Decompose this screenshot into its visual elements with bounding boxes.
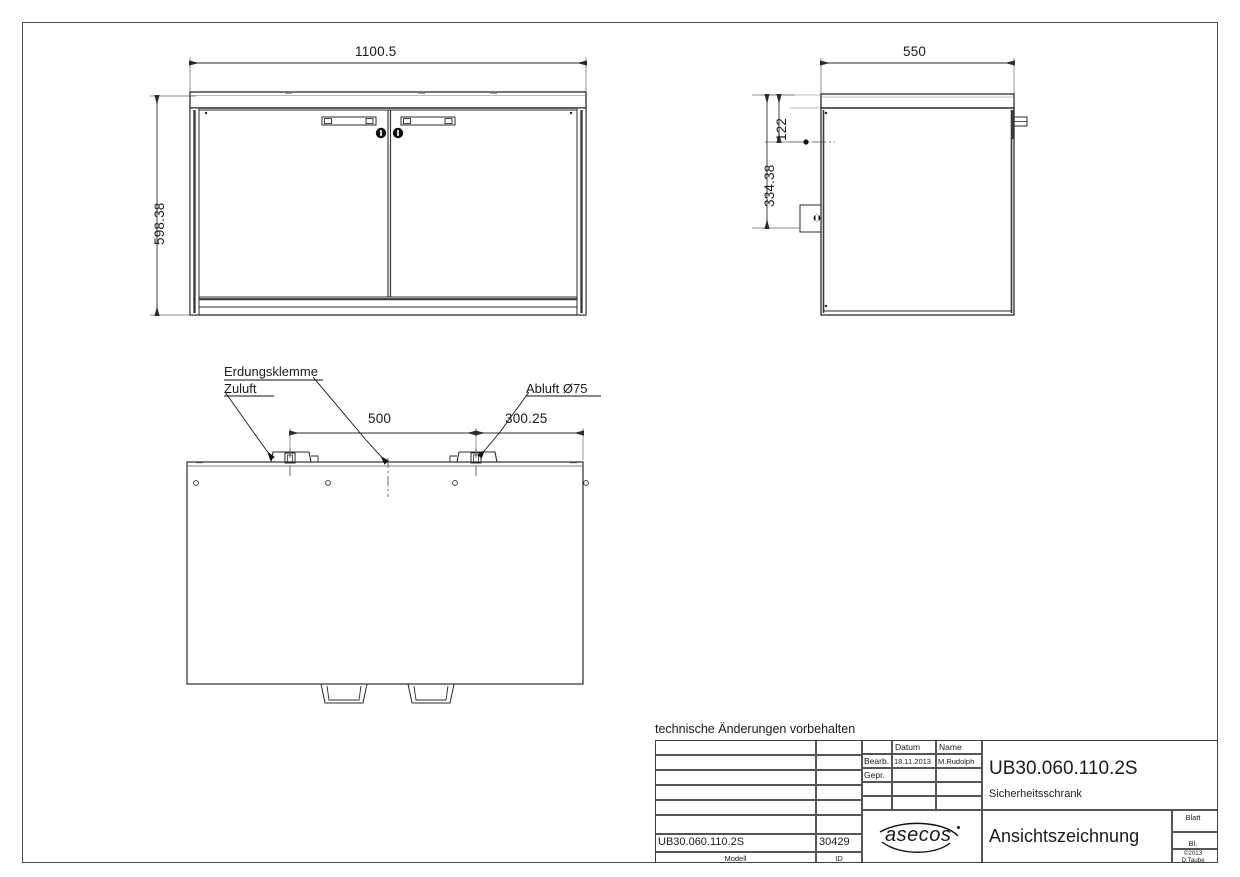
tb-model-value: UB30.060.110.2S (658, 836, 745, 848)
side-lock-box (799, 204, 822, 233)
lock-left (375, 127, 387, 139)
handle-right (400, 116, 456, 126)
tb-row-3-role-cell (862, 782, 892, 796)
technical-changes-note: technische Änderungen vorbehalten (655, 722, 856, 736)
tb-row-1-role-cell (862, 754, 892, 768)
tb-row-1-datum-cell (892, 754, 936, 768)
tb-id-row-3 (816, 770, 862, 785)
tb-drawing-type: Ansichtszeichnung (989, 826, 1140, 846)
tb-sheet-label: Blatt (1185, 813, 1201, 822)
tb-row-1-role: Bearb. (864, 756, 890, 766)
tb-row-3-name-cell (936, 782, 982, 796)
tb-copyright-line-2: D.Taube (1181, 856, 1205, 864)
tb-row-2-name-cell (936, 768, 982, 782)
tb-id-row-6 (816, 815, 862, 834)
front-view-geometry (150, 57, 587, 316)
tb-row-4-datum-cell (892, 796, 936, 810)
tb-row-2-role-cell (862, 768, 892, 782)
base-feet (320, 683, 455, 704)
top-between-ports-dimension: 500 (368, 411, 392, 426)
tb-datum-header: Datum (895, 741, 921, 752)
tb-row-4-role-cell (862, 796, 892, 810)
tb-sheet-value: Bl. (1188, 839, 1198, 848)
tb-row-2-datum-cell (892, 768, 936, 782)
tb-outer-border (655, 740, 1218, 863)
tb-id-row-2 (816, 755, 862, 770)
tb-id-row-5 (816, 800, 862, 815)
side-width-dimension: 550 (903, 44, 927, 59)
tb-copyright-line-1: ©2013 (1183, 850, 1203, 857)
tb-row-1-name: M.Rudolph (938, 757, 975, 766)
top-right-offset-dimension: 300.25 (505, 411, 548, 426)
callout-zuluft: Zuluft (224, 381, 257, 396)
tb-name-header: Name (939, 741, 962, 752)
callout-abluft: Abluft Ø75 (526, 381, 588, 396)
side-bracket (1011, 110, 1028, 139)
tb-model-label: Modell (724, 853, 747, 863)
tb-id-row-4 (816, 785, 862, 800)
side-view-geometry (752, 58, 1028, 316)
front-height-dimension: 598.38 (152, 202, 167, 246)
tb-row-3-datum-cell (892, 782, 936, 796)
sheet-border (22, 22, 1218, 863)
front-width-dimension: 1100.5 (355, 44, 397, 59)
tb-row-2-role: Gepr. (864, 770, 885, 780)
tb-id-value-cell (816, 834, 862, 852)
tb-id-value: 30429 (819, 836, 850, 848)
side-lock-height-dimension: 334.38 (762, 164, 777, 208)
zuluft-port (270, 448, 319, 478)
abluft-port (449, 448, 498, 478)
tb-id-label: ID (835, 853, 843, 863)
top-view-geometry (186, 376, 589, 704)
tb-row-1-name-cell (936, 754, 982, 768)
tb-row-4-name-cell (936, 796, 982, 810)
side-top-offset-dimension: 122 (774, 117, 789, 141)
tb-part-subtitle: Sicherheitsschrank (989, 788, 1082, 800)
tb-part-number: UB30.060.110.2S (989, 758, 1138, 779)
lock-right (392, 127, 404, 139)
handle-left (321, 116, 377, 126)
tb-row-1-datum: 18.11.2013 (894, 757, 931, 766)
asecos-logo: asecos (885, 824, 952, 846)
asecos-logo-swoosh (879, 822, 960, 853)
title-block: UB30.060.110.2S Modell 30429 ID Datum Na… (655, 740, 1218, 864)
callout-erdungsklemme: Erdungsklemme (224, 364, 318, 379)
